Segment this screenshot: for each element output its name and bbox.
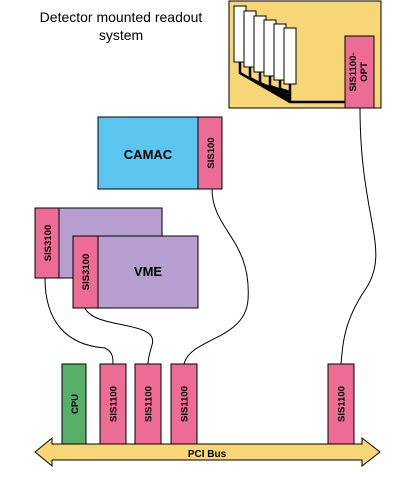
- sis100-label: SIS100: [206, 137, 217, 168]
- sis1100-card-1-label: SIS1100: [109, 386, 120, 422]
- cpu-label: CPU: [70, 394, 81, 414]
- pci-bus-label: PCI Bus: [188, 449, 227, 460]
- detector-title-line2: system: [99, 27, 143, 43]
- sis1100-card-3: [170, 363, 198, 445]
- sis3100-front-label: SIS3100: [81, 254, 92, 290]
- cables: [44, 107, 377, 365]
- sis3100-module-front: [72, 235, 99, 309]
- sis3100-back-label: SIS3100: [43, 225, 54, 261]
- pci-bus-arrow: [34, 436, 381, 468]
- detector-title-line1: Detector mounted readout: [40, 9, 203, 25]
- sis1100-opt-module: [344, 35, 375, 109]
- cable-sis100-to-slot3: [183, 188, 249, 365]
- detector-boards: [233, 5, 297, 85]
- sis1100-card-3-label: SIS1100: [180, 386, 191, 422]
- sis1100-card-2: [134, 363, 162, 445]
- sis1100-card-4-label: SIS1100: [337, 386, 348, 422]
- vme-crate-front: [97, 235, 199, 309]
- camac-crate: [97, 116, 199, 190]
- camac-label: CAMAC: [124, 147, 173, 162]
- sis1100-card-4: [327, 363, 355, 445]
- vme-label: VME: [134, 264, 163, 279]
- cpu-card: [61, 363, 87, 445]
- sis3100-module-back: [34, 207, 60, 279]
- cable-opt-to-slot4: [340, 107, 377, 365]
- sis1100-card-2-label: SIS1100: [144, 386, 155, 422]
- sis100-module: [197, 116, 223, 190]
- detector-board-cables: [238, 62, 357, 104]
- sis1100-card-1: [99, 363, 127, 445]
- sis1100-opt-label-line1: SIS1100-: [348, 52, 359, 91]
- cable-sis3100-front-to-slot2: [84, 307, 153, 365]
- sis1100-opt-label-line2: OPT: [359, 62, 370, 82]
- cable-sis3100-back-to-slot1: [44, 277, 114, 365]
